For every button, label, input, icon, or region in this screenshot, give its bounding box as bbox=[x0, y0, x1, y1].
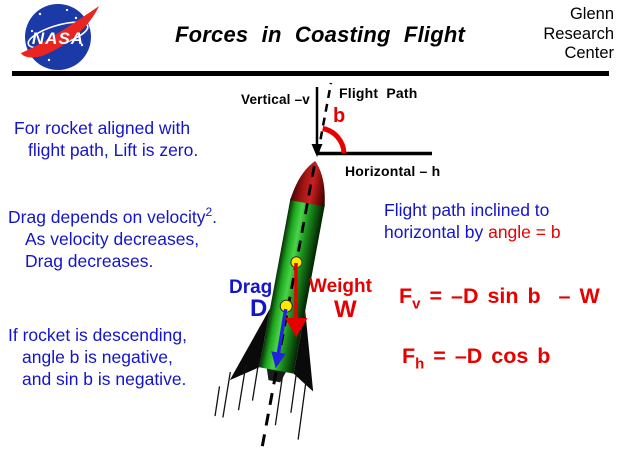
note-lift-line2: flight path, Lift is zero. bbox=[28, 140, 199, 160]
note-descending-line1: If rocket is descending, bbox=[8, 325, 187, 345]
note-drag-line3: Drag decreases. bbox=[25, 250, 154, 271]
equation-fv: Fv = –D sin b – W bbox=[399, 284, 600, 313]
note-incline-line2: horizontal by angle = b bbox=[384, 222, 561, 242]
speed-lines bbox=[214, 359, 307, 440]
note-lift-line1: For rocket aligned with bbox=[14, 118, 191, 138]
rocket-nose bbox=[290, 161, 325, 207]
horizontal-axis-label: Horizontal – h bbox=[345, 163, 441, 179]
note-drag-line1: Drag depends on velocity2. bbox=[8, 205, 218, 227]
rocket bbox=[214, 161, 325, 448]
logo-stars bbox=[30, 8, 84, 62]
drag-label: Drag bbox=[229, 277, 273, 298]
flight-path-label: Flight Path bbox=[339, 85, 418, 101]
weight-symbol: W bbox=[334, 296, 357, 323]
angle-arc bbox=[322, 126, 347, 154]
logo-vector-swoosh bbox=[21, 6, 99, 58]
org-line: Research bbox=[543, 24, 614, 43]
note-incline-line1: Flight path inclined to bbox=[384, 200, 550, 220]
note-descending: If rocket is descending, angle b is nega… bbox=[8, 324, 187, 390]
header-rule bbox=[12, 71, 609, 76]
weight-label: Weight bbox=[309, 276, 372, 297]
drag-symbol: D bbox=[250, 295, 268, 322]
note-lift: For rocket aligned with flight path, Lif… bbox=[14, 117, 198, 161]
org-line: Glenn bbox=[569, 5, 614, 23]
note-descending-line2: angle b is negative, bbox=[22, 347, 173, 367]
note-drag-line2: As velocity decreases, bbox=[25, 228, 200, 249]
note-drag: Drag depends on velocity2. As velocity d… bbox=[8, 201, 217, 272]
logo-wordmark: NASA bbox=[32, 29, 84, 48]
drag-arrow bbox=[271, 308, 288, 369]
vertical-axis-label: Vertical –v bbox=[241, 92, 311, 107]
vertical-axis bbox=[311, 87, 323, 157]
flight-path-line bbox=[316, 82, 333, 154]
rocket-right-fin bbox=[293, 310, 314, 392]
nasa-logo: NASA bbox=[21, 4, 99, 70]
angle-equals-b: angle = b bbox=[488, 222, 561, 242]
note-descending-line3: and sin b is negative. bbox=[22, 369, 187, 389]
note-incline: Flight path inclined to horizontal by an… bbox=[384, 199, 561, 243]
axis-continuation-dashed bbox=[260, 372, 278, 448]
weight-arrow bbox=[285, 263, 308, 337]
equation-fh: Fh = –D cos b bbox=[402, 344, 551, 373]
org-line: Center bbox=[564, 44, 614, 62]
page-title: Forces in Coasting Flight bbox=[174, 22, 465, 47]
org-name: Glenn Research Center bbox=[464, 5, 614, 64]
angle-b-label: b bbox=[333, 105, 346, 127]
